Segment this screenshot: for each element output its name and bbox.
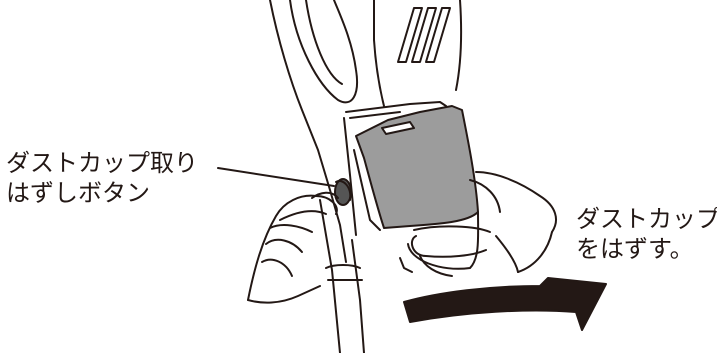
- release-button-icon: [335, 179, 351, 205]
- release-button-label-line1: ダストカップ取り: [6, 148, 198, 178]
- dust-cup-icon: [356, 106, 478, 269]
- handle-inner-left: [290, 0, 357, 102]
- pipe-right: [352, 240, 364, 353]
- release-button-label-line2: はずしボタン: [6, 178, 198, 208]
- release-button-label: ダストカップ取り はずしボタン: [6, 148, 198, 208]
- dust-cup-label: ダストカップ をはずす。: [576, 204, 717, 264]
- leader-line: [218, 168, 334, 186]
- handle-outline: [270, 0, 346, 262]
- body-top-right: [456, 0, 461, 90]
- handle-inner-right: [306, 0, 342, 84]
- dust-cup-shape: [356, 106, 478, 228]
- body-lower-edge: [344, 118, 356, 235]
- vent-slit-2: [412, 8, 436, 62]
- body-right-edge: [374, 0, 384, 106]
- pipe-left: [320, 200, 340, 353]
- vent-slit-3: [426, 8, 450, 62]
- vent-slit-1: [398, 8, 422, 62]
- left-hand-icon: [248, 193, 338, 303]
- dust-cup-label-line1: ダストカップ: [576, 204, 717, 234]
- direction-arrow-icon: [404, 278, 606, 330]
- dust-cup-label-line2: をはずす。: [576, 234, 717, 264]
